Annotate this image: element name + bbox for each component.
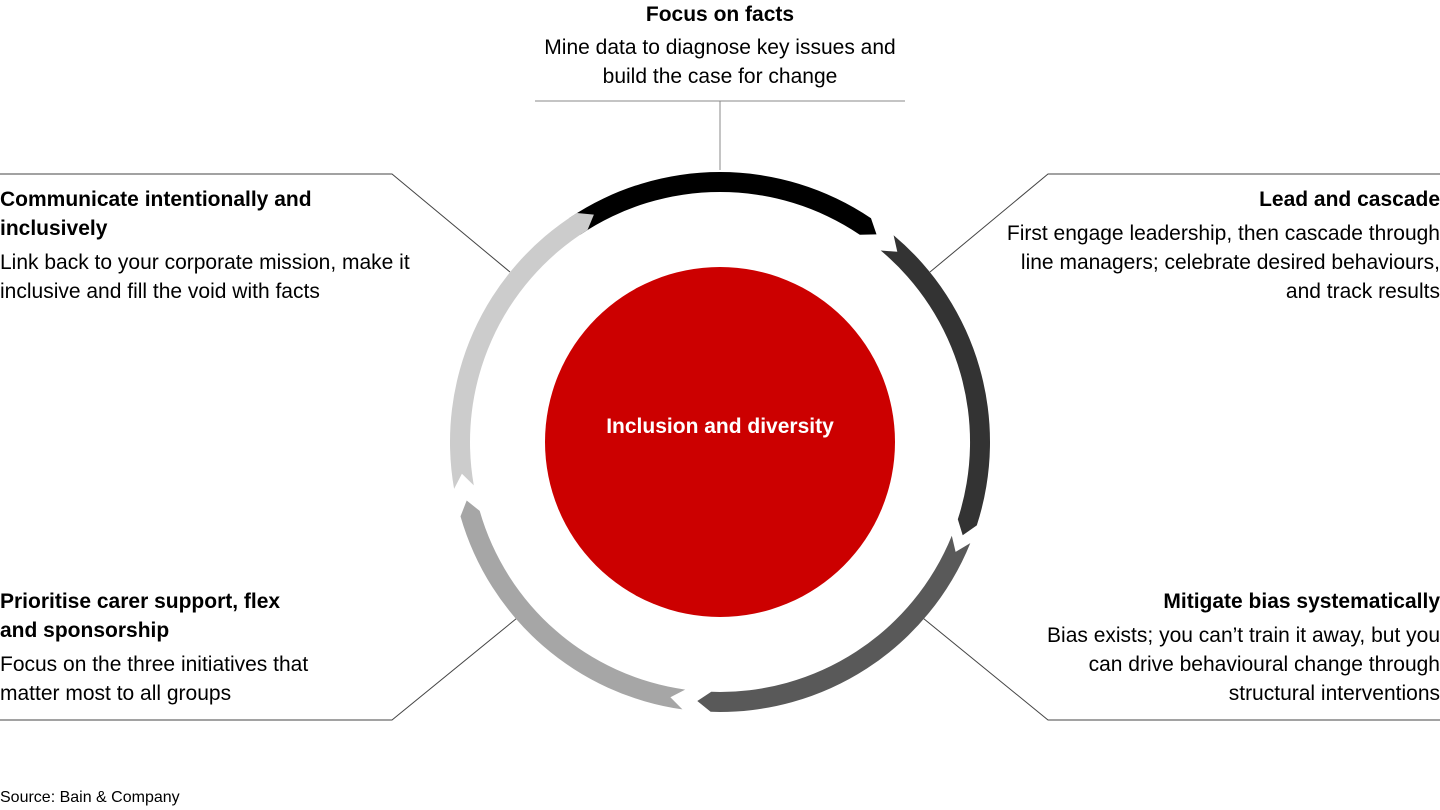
leader-line-top-left	[0, 173, 511, 273]
arc-communicate-intentionally	[449, 213, 594, 489]
segment-lead-and-cascade: Lead and cascade First engage leadership…	[990, 185, 1440, 306]
segment-title: Prioritise carer support, flex and spons…	[0, 590, 281, 642]
arc-lead-and-cascade	[880, 235, 991, 536]
leader-lines	[0, 100, 1440, 721]
arc-mitigate-bias	[697, 535, 971, 712]
leader-line-top-right	[929, 173, 1440, 273]
leader-line-bottom-right	[917, 613, 1440, 721]
segment-title: Communicate intentionally and inclusivel…	[0, 188, 312, 240]
source-note: Source: Bain & Company	[0, 789, 180, 806]
segment-prioritise-carer-support: Prioritise carer support, flex and spons…	[0, 587, 370, 708]
segment-description: First engage leadership, then cascade th…	[1006, 222, 1440, 303]
center-label: Inclusion and diversity	[606, 415, 834, 438]
segment-description: Focus on the three initiatives that matt…	[0, 653, 309, 705]
segment-mitigate-bias: Mitigate bias systematically Bias exists…	[1020, 587, 1440, 708]
segment-focus-on-facts: Focus on facts Mine data to diagnose key…	[520, 0, 920, 91]
segment-description: Link back to your corporate mission, mak…	[0, 251, 410, 303]
segment-title: Mitigate bias systematically	[1163, 590, 1440, 613]
segment-communicate-intentionally: Communicate intentionally and inclusivel…	[0, 185, 460, 306]
cycle-arcs	[449, 172, 991, 712]
leader-line-bottom-left	[0, 613, 523, 721]
segment-description: Mine data to diagnose key issues and bui…	[544, 36, 896, 88]
segment-title: Lead and cascade	[1259, 188, 1440, 211]
arc-prioritise-carer-support	[460, 500, 686, 710]
arc-focus-on-facts	[569, 172, 877, 235]
segment-description: Bias exists; you can’t train it away, bu…	[1047, 624, 1440, 705]
segment-title: Focus on facts	[645, 3, 795, 26]
center-circle	[545, 267, 895, 617]
